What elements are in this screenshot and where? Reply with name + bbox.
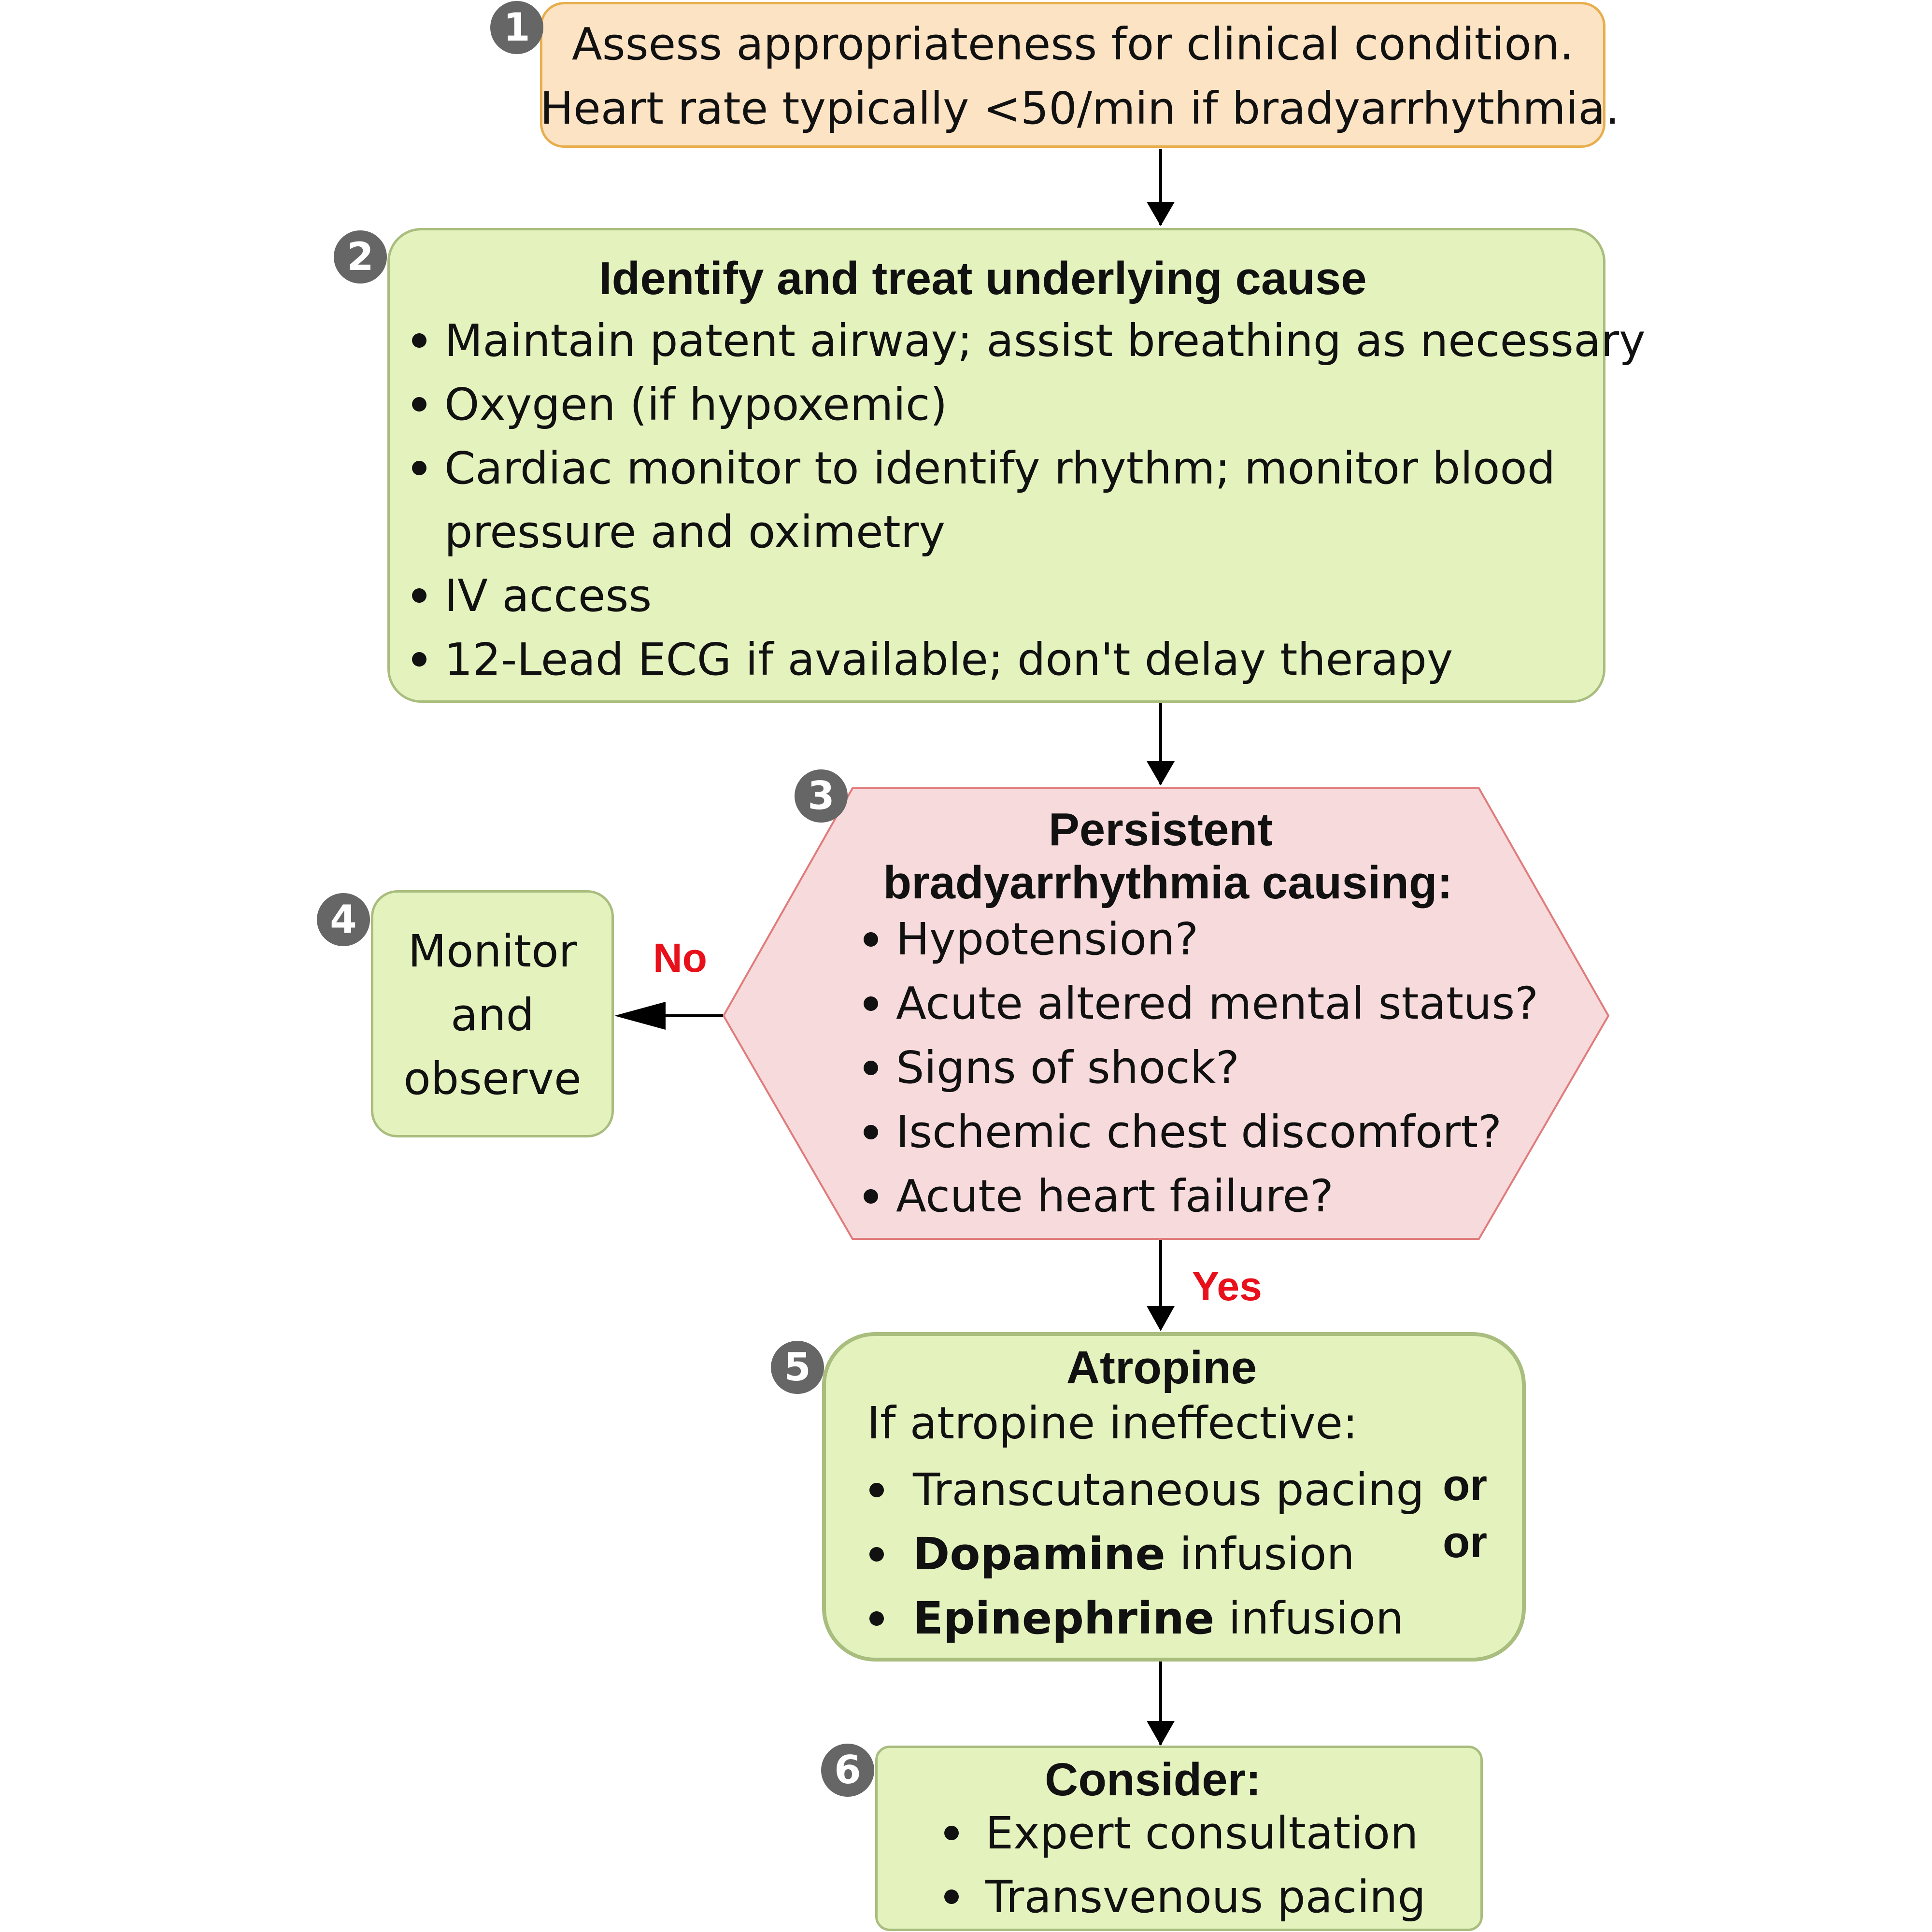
step3-item: Hypotension?	[860, 907, 1538, 971]
arrowhead-step2-to-step3	[1147, 761, 1175, 785]
step4-line2: and	[450, 989, 535, 1041]
arrowhead-step3-to-step5	[1147, 1306, 1175, 1331]
step5-title: Atropine	[1066, 1342, 1257, 1393]
step3-title-line1: Persistent	[1048, 804, 1273, 855]
step3-list: Hypotension? Acute altered mental status…	[860, 907, 1538, 1228]
step1-box	[540, 2, 1605, 148]
step3-item: Ischemic chest discomfort?	[860, 1100, 1538, 1164]
step3-item: Acute heart failure?	[860, 1164, 1538, 1228]
step4-box	[371, 890, 614, 1137]
step5-item-bold: Epinephrine	[913, 1592, 1215, 1644]
step1-badge: 1	[490, 1, 543, 54]
step3-badge: 3	[795, 769, 848, 823]
step5-list: Transcutaneous pacing Dopamine infusion …	[865, 1458, 1424, 1650]
step5-badge: 5	[771, 1341, 824, 1394]
step6-badge: 6	[821, 1744, 874, 1797]
step2-item: 12-Lead ECG if available; don't delay th…	[408, 628, 1646, 692]
step3-title-line2: bradyarrhythmia causing:	[883, 857, 1453, 909]
step1-line2: Heart rate typically <50/min if bradyarr…	[540, 83, 1619, 134]
step2-box	[387, 228, 1605, 703]
step4-line1: Monitor	[408, 925, 577, 977]
step5-subtitle: If atropine ineffective:	[867, 1397, 1358, 1449]
step5-box	[822, 1332, 1526, 1662]
step6-list: Expert consultation Transvenous pacing	[939, 1802, 1426, 1929]
step3-item: Acute altered mental status?	[860, 971, 1538, 1036]
step2-list: Maintain patent airway; assist breathing…	[408, 309, 1646, 692]
step6-item: Expert consultation	[939, 1802, 1426, 1865]
step2-item-continuation: pressure and oximetry	[444, 506, 945, 558]
step5-item-transcutaneous-pacing: Transcutaneous pacing	[865, 1458, 1424, 1522]
step5-item-text: infusion	[1214, 1592, 1404, 1644]
step2-item: IV access	[408, 564, 1646, 628]
step5-item-bold: Dopamine	[913, 1528, 1165, 1580]
step1-line1: Assess appropriateness for clinical cond…	[571, 18, 1574, 70]
step2-badge: 2	[334, 230, 387, 284]
yes-label: Yes	[1192, 1264, 1262, 1309]
no-label: No	[653, 935, 707, 980]
step2-item: Oxygen (if hypoxemic)	[408, 373, 1646, 437]
step2-item: Maintain patent airway; assist breathing…	[408, 309, 1646, 373]
step6-title: Consider:	[1044, 1754, 1262, 1805]
arrowhead-step1-to-step2	[1147, 202, 1175, 226]
step5-item-text: Transcutaneous pacing	[913, 1464, 1424, 1516]
step5-item-epinephrine: Epinephrine infusion	[865, 1586, 1424, 1650]
step4-badge: 4	[317, 893, 370, 946]
step5-item-text: infusion	[1165, 1528, 1355, 1580]
step3-item: Signs of shock?	[860, 1036, 1538, 1100]
step4-line3: observe	[403, 1053, 582, 1105]
step2-item: Cardiac monitor to identify rhythm; moni…	[408, 437, 1646, 500]
step6-box	[875, 1746, 1483, 1931]
step6-item: Transvenous pacing	[939, 1865, 1426, 1929]
step3-hexagon	[722, 787, 1610, 1240]
step5-item-dopamine: Dopamine infusion	[865, 1522, 1424, 1586]
step5-or-2: or	[1443, 1518, 1487, 1567]
arrowhead-step5-to-step6	[1147, 1721, 1175, 1746]
arrowhead-step3-to-step4	[614, 1002, 666, 1030]
step2-title: Identify and treat underlying cause	[599, 253, 1367, 304]
step5-or-1: or	[1443, 1461, 1487, 1510]
